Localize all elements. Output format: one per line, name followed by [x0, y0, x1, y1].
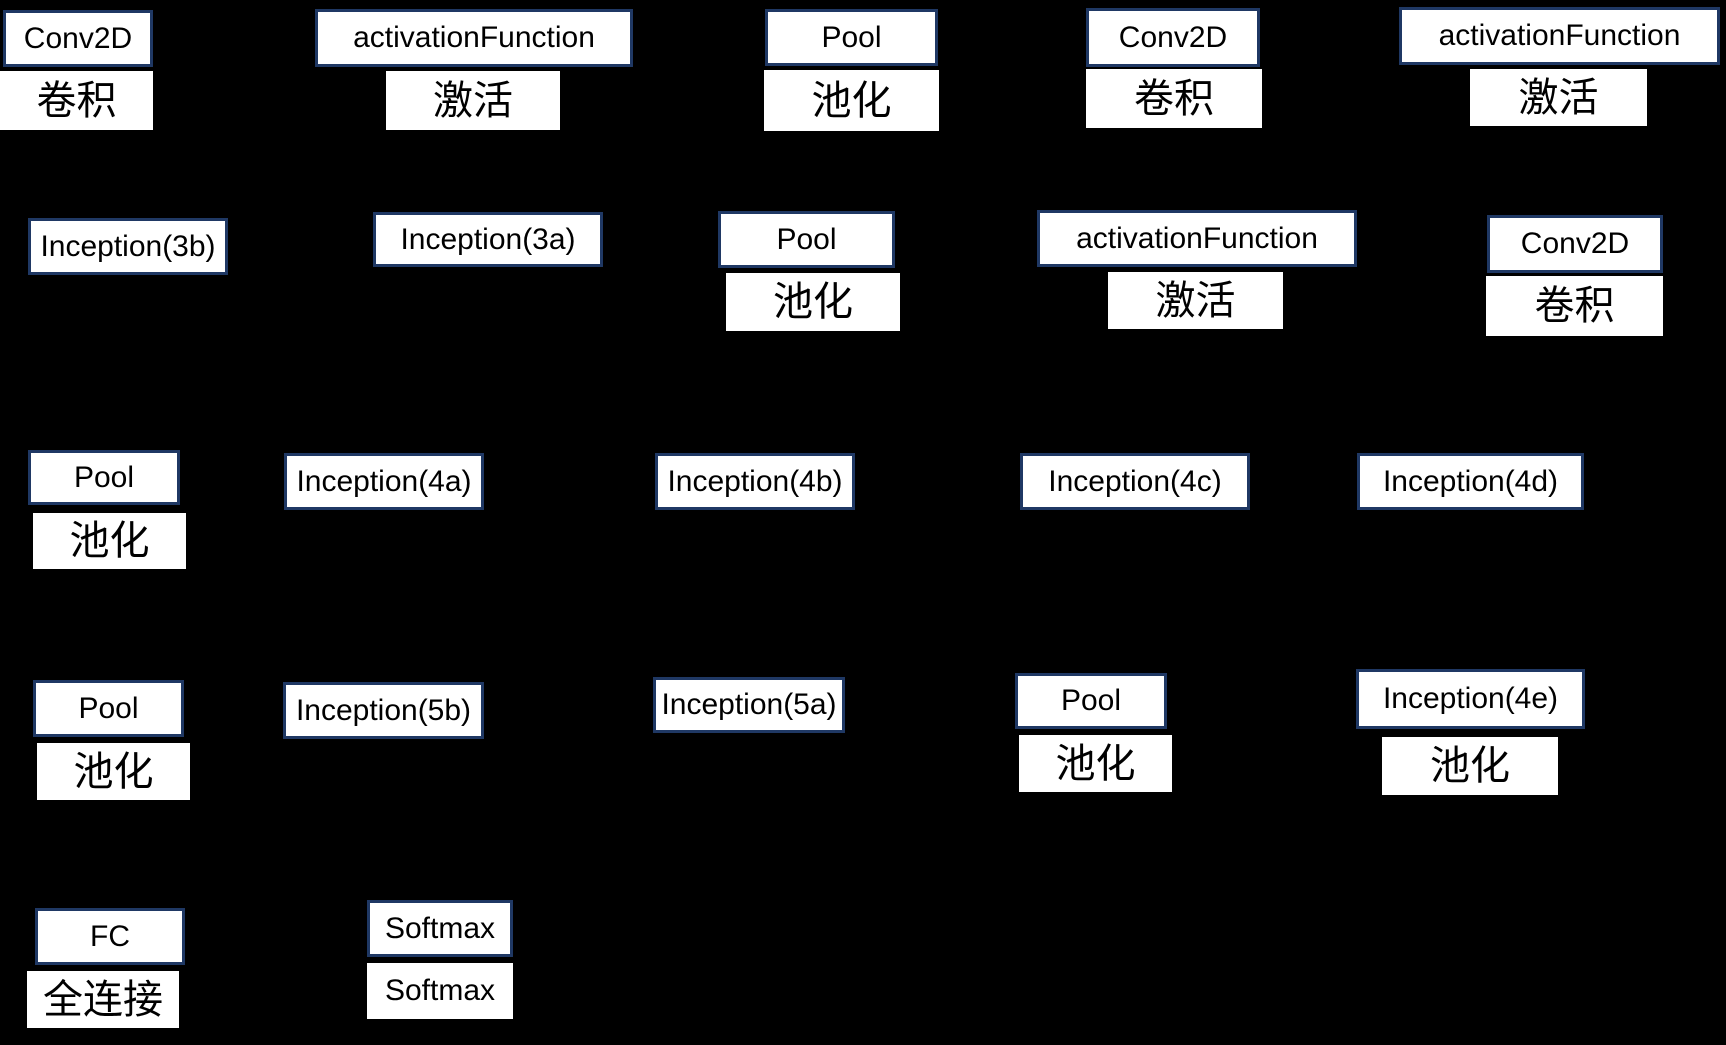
layer-sublabel-r4c4-pool: 池化 [1019, 735, 1172, 792]
layer-box-r4c4-pool: Pool [1015, 673, 1167, 729]
layer-box-r2c4-act: activationFunction [1037, 210, 1357, 267]
layer-sublabel-r1c5-act: 激活 [1470, 69, 1647, 126]
layer-sublabel-r2c3-pool: 池化 [726, 273, 900, 331]
layer-sublabel-r4c5-inc4e: 池化 [1382, 737, 1558, 795]
layer-box-r2c2-inc3a: Inception(3a) [373, 212, 603, 267]
layer-sublabel-r4c1-pool: 池化 [37, 743, 190, 800]
layer-sublabel-r1c4-conv: 卷积 [1086, 69, 1262, 128]
layer-box-r2c1-inc3b: Inception(3b) [28, 218, 228, 275]
layer-box-r4c1-pool: Pool [33, 680, 184, 737]
layer-box-r4c5-inc4e: Inception(4e) [1356, 669, 1585, 729]
layer-box-r5c1-fc: FC [35, 908, 185, 965]
layer-box-r3c5-inc4d: Inception(4d) [1357, 453, 1584, 510]
layer-box-r3c2-inc4a: Inception(4a) [284, 453, 484, 510]
layer-box-r4c2-inc5b: Inception(5b) [283, 682, 484, 739]
layer-box-r2c3-pool: Pool [718, 211, 895, 268]
layer-box-r1c4-conv: Conv2D [1086, 8, 1260, 67]
layer-sublabel-r5c2-softmax: Softmax [367, 963, 513, 1019]
layer-box-r3c1-pool: Pool [28, 450, 180, 505]
layer-sublabel-r3c1-pool: 池化 [33, 513, 186, 569]
layer-sublabel-r1c3-pool: 池化 [764, 70, 939, 131]
layer-box-r4c3-inc5a: Inception(5a) [653, 677, 845, 733]
layer-box-r1c5-act: activationFunction [1399, 7, 1720, 65]
layer-sublabel-r1c2-act: 激活 [386, 71, 560, 130]
layer-box-r3c3-inc4b: Inception(4b) [655, 453, 855, 510]
layer-box-r3c4-inc4c: Inception(4c) [1020, 453, 1250, 510]
layer-box-r2c5-conv: Conv2D [1487, 215, 1663, 273]
layer-box-r1c2-act: activationFunction [315, 9, 633, 67]
layer-sublabel-r2c5-conv: 卷积 [1486, 276, 1663, 336]
layer-box-r5c2-softmax: Softmax [367, 900, 513, 957]
layer-sublabel-r5c1-fc: 全连接 [27, 971, 179, 1028]
layer-box-r1c3-pool: Pool [765, 9, 938, 66]
layer-sublabel-r1c1-conv: 卷积 [0, 71, 153, 130]
layer-box-r1c1-conv: Conv2D [3, 10, 153, 67]
layer-sublabel-r2c4-act: 激活 [1108, 272, 1283, 329]
